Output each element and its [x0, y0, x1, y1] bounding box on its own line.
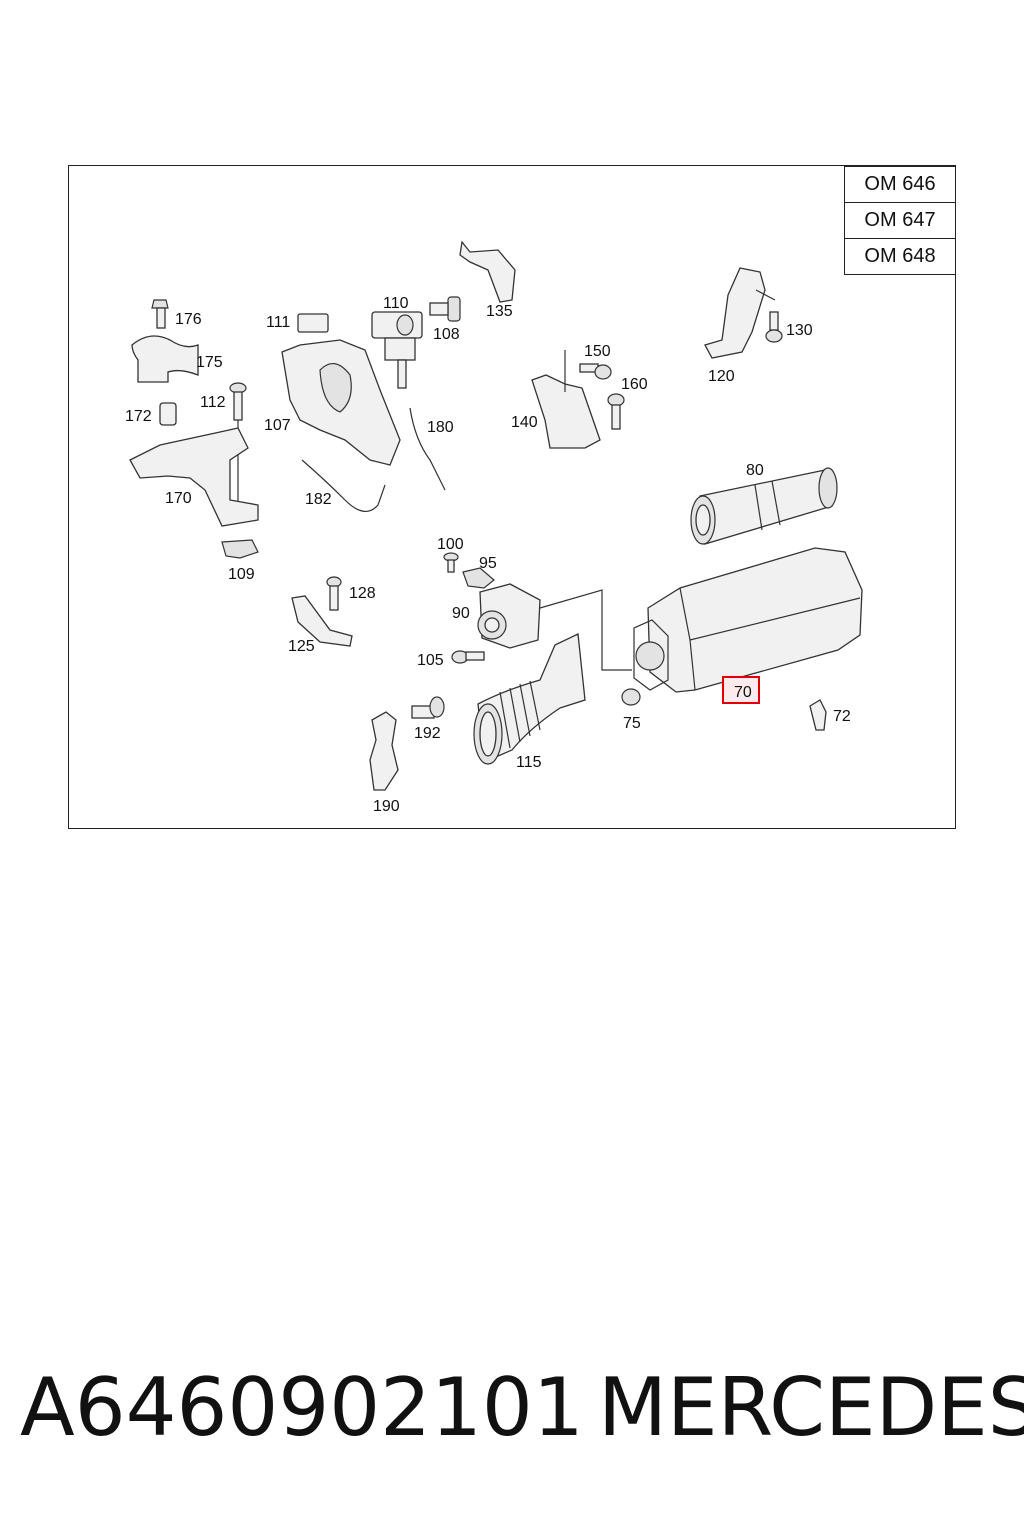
part-135-bracket: [459, 240, 516, 303]
part-109-clip: [221, 539, 259, 559]
callout-105: 105: [417, 652, 444, 669]
brand-name: MERCEDES: [598, 1361, 1024, 1454]
callout-115: 115: [516, 754, 542, 771]
part-150-bolt: [579, 363, 612, 380]
leader-line: [539, 589, 632, 671]
callout-72: 72: [833, 708, 851, 725]
callout-107: 107: [264, 417, 291, 434]
part-175-clamp: [131, 335, 199, 383]
part-180-hose-outline: [409, 407, 446, 491]
callout-108: 108: [433, 326, 460, 343]
callout-112: 112: [200, 394, 226, 411]
part-72-clip: [809, 699, 827, 731]
part-125-bracket: [291, 595, 353, 647]
part-182-hose-outline: [301, 459, 386, 512]
part-105-bolt: [451, 650, 485, 664]
callout-176: 176: [175, 311, 202, 328]
callout-70: 70: [734, 684, 752, 701]
part-108-bolt: [429, 296, 461, 322]
callout-125: 125: [288, 638, 315, 655]
callout-150: 150: [584, 343, 611, 360]
part-number: A6460902101: [20, 1361, 584, 1454]
callout-182: 182: [305, 491, 332, 508]
part-80-filter-element: [690, 467, 838, 545]
callout-80: 80: [746, 462, 764, 479]
part-110-sensor: [371, 311, 423, 389]
part-115-intake-duct: [473, 633, 586, 765]
callout-192: 192: [414, 725, 441, 742]
callout-120: 120: [708, 368, 735, 385]
callout-90: 90: [452, 605, 470, 622]
callout-170: 170: [165, 490, 192, 507]
part-75-grommet: [621, 688, 641, 706]
part-130-bolt: [765, 311, 783, 343]
callout-100: 100: [437, 536, 464, 553]
callout-111: 111: [266, 314, 290, 331]
callout-172: 172: [125, 408, 152, 425]
callout-140: 140: [511, 414, 538, 431]
part-160-bolt: [607, 393, 625, 430]
highlight-box-70: [722, 676, 760, 704]
callout-135: 135: [486, 303, 513, 320]
part-192-bolt: [411, 696, 445, 719]
engine-variant-cell: OM 648: [844, 238, 956, 275]
part-90-actuator: [477, 583, 541, 649]
callout-109: 109: [228, 566, 255, 583]
callout-130: 130: [786, 322, 813, 339]
diagram-frame: [68, 165, 956, 829]
part-111: [297, 313, 329, 333]
callout-175: 175: [196, 354, 223, 371]
callout-180: 180: [427, 419, 454, 436]
callout-95: 95: [479, 555, 497, 572]
callout-160: 160: [621, 376, 648, 393]
callout-128: 128: [349, 585, 376, 602]
leader-line: [755, 289, 776, 301]
part-172-sleeve: [159, 402, 177, 426]
part-100-screw: [443, 552, 459, 573]
callout-190: 190: [373, 798, 400, 815]
part-128-bolt: [326, 576, 342, 611]
part-70-air-filter-housing: [633, 547, 863, 693]
part-176-bolt: [151, 299, 169, 329]
part-170-bracket: [129, 427, 259, 527]
part-140-bracket: [531, 374, 601, 449]
part-120-bracket: [704, 267, 766, 359]
part-190-bracket: [369, 711, 399, 791]
part-107-cutout: [319, 363, 352, 413]
part-95-connector: [462, 567, 495, 589]
engine-variant-cell: OM 647: [844, 202, 956, 239]
callout-75: 75: [623, 715, 641, 732]
engine-variant-table: OM 646 OM 647 OM 648: [844, 166, 956, 275]
callout-110: 110: [383, 295, 409, 312]
parts-diagram: 176 175 172 112 170 109 111 110 108 107 …: [125, 240, 863, 815]
